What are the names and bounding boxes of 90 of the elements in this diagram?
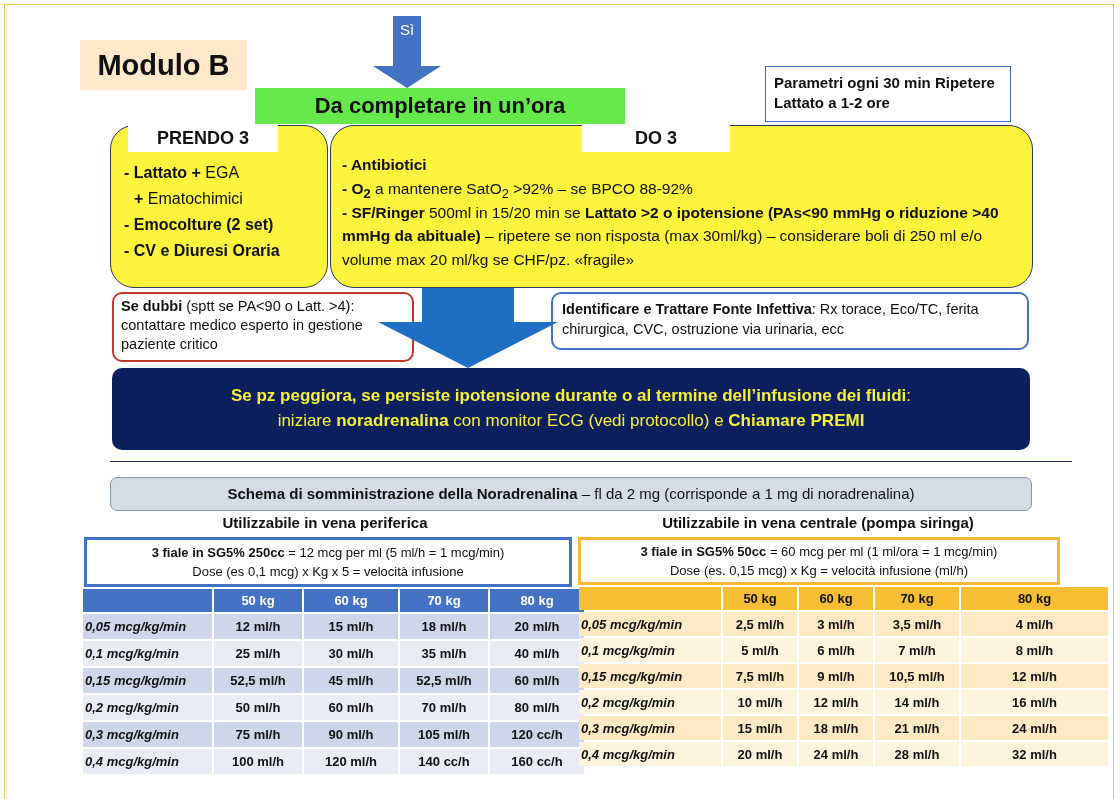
title-badge: Modulo B bbox=[80, 40, 247, 90]
table-cell: 32 ml/h bbox=[961, 742, 1108, 766]
formula-line: 3 fiale in SG5% 250cc = 12 mcg per ml (5 ml/h = 1 mcg/min) bbox=[150, 544, 506, 562]
banner-text: Se pz peggiora, se persiste ipotensione durante o al termine dell’infusione dei fluidi: bbox=[229, 385, 913, 407]
list-item: - SF/Ringer 500ml in 15/20 min se Lattato >2 o ipotensione (PAs<90 mmHg o riduzione >40 mmHg da abituale) – ripetere se non risposta (max 30ml/kg) – considerare boli di 250 ml e/o volume max 20 ml/kg se CHF/pz. «fragile» bbox=[342, 203, 1000, 270]
table-cell: 8 ml/h bbox=[961, 638, 1108, 662]
row-header: 0,05 mcg/kg/min bbox=[83, 614, 212, 639]
list-item: + Ematochimici bbox=[133, 189, 244, 209]
table-cell: 14 ml/h bbox=[875, 690, 959, 714]
row-header: 0,1 mcg/kg/min bbox=[579, 638, 721, 662]
column-header: 60 kg bbox=[799, 587, 873, 610]
row-header: 0,3 mcg/kg/min bbox=[579, 716, 721, 740]
column-header: 60 kg bbox=[304, 589, 398, 612]
table-cell: 100 ml/h bbox=[214, 749, 302, 774]
table-cell: 3 ml/h bbox=[799, 612, 873, 636]
table-cell: 3,5 ml/h bbox=[875, 612, 959, 636]
table-cell: 7,5 ml/h bbox=[723, 664, 797, 688]
section-header: Schema di somministrazione della Noradrenalina – fl da 2 mg (corrisponde a 1 mg di noradrenalina) bbox=[110, 477, 1032, 511]
table-cell: 18 ml/h bbox=[799, 716, 873, 740]
checklist-box bbox=[110, 125, 328, 288]
table-cell: 12 ml/h bbox=[214, 614, 302, 639]
table-cell: 15 ml/h bbox=[723, 716, 797, 740]
edge-label: Sì bbox=[398, 21, 416, 38]
table-caption: Utilizzabile in vena periferica bbox=[221, 514, 429, 531]
column-header: 50 kg bbox=[723, 587, 797, 610]
row-header: 0,2 mcg/kg/min bbox=[579, 690, 721, 714]
formula-box bbox=[578, 537, 1060, 585]
list-item: - Emocolture (2 set) bbox=[124, 215, 275, 235]
warning-note: Se dubbi (sptt se PA<90 o Latt. >4): contattare medico esperto in gestione paziente critico bbox=[112, 292, 414, 362]
formula-line: Dose (es 0,1 mcg) x Kg x 5 = velocità infusione bbox=[191, 562, 465, 581]
table-cell: 10 ml/h bbox=[723, 690, 797, 714]
table-cell: 15 ml/h bbox=[304, 614, 398, 639]
row-header: 0,2 mcg/kg/min bbox=[83, 695, 212, 720]
table-cell: 21 ml/h bbox=[875, 716, 959, 740]
table-cell: 4 ml/h bbox=[961, 612, 1108, 636]
table-cell: 2,5 ml/h bbox=[723, 612, 797, 636]
row-header: 0,15 mcg/kg/min bbox=[83, 668, 212, 693]
info-note: Identificare e Trattare Fonte Infettiva: Rx torace, Eco/TC, ferita chirurgica, CVC, ostruzione via urinaria, ecc bbox=[551, 292, 1029, 350]
column-header: 70 kg bbox=[400, 589, 488, 612]
box-heading: PRENDO 3 bbox=[128, 125, 278, 152]
row-header: 0,3 mcg/kg/min bbox=[83, 722, 212, 747]
banner-text: iniziare noradrenalina con monitor ECG (vedi protocollo) e Chiamare PREMI bbox=[276, 409, 866, 432]
reminder-note: Parametri ogni 30 min Ripetere Lattato a 1-2 ore bbox=[765, 66, 1011, 122]
table-cell: 90 ml/h bbox=[304, 722, 398, 747]
table-cell: 45 ml/h bbox=[304, 668, 398, 693]
table-cell: 5 ml/h bbox=[723, 638, 797, 662]
table-cell: 10,5 ml/h bbox=[875, 664, 959, 688]
table-cell: 18 ml/h bbox=[400, 614, 488, 639]
block-arrow bbox=[373, 16, 441, 88]
table-cell: 12 ml/h bbox=[961, 664, 1108, 688]
list-item: - Lattato + EGA bbox=[124, 163, 241, 183]
table-cell: 9 ml/h bbox=[799, 664, 873, 688]
column-header: 50 kg bbox=[214, 589, 302, 612]
table-cell: 140 cc/h bbox=[400, 749, 488, 774]
list-item: - Antibiotici bbox=[342, 155, 428, 175]
row-header: 0,1 mcg/kg/min bbox=[83, 641, 212, 666]
table-caption: Utilizzabile in vena centrale (pompa siringa) bbox=[661, 514, 975, 531]
table-cell: 25 ml/h bbox=[214, 641, 302, 666]
table-cell: 35 ml/h bbox=[400, 641, 488, 666]
row-header: 0,4 mcg/kg/min bbox=[579, 742, 721, 766]
column-header: 80 kg bbox=[490, 589, 584, 612]
table-cell: 105 ml/h bbox=[400, 722, 488, 747]
table-cell: 16 ml/h bbox=[961, 690, 1108, 714]
formula-line: 3 fiale in SG5% 50cc = 60 mcg per ml (1 ml/ora = 1 mcg/min) bbox=[639, 543, 999, 561]
formula-line: Dose (es. 0,15 mcg) x Kg = velocità infusione (ml/h) bbox=[668, 561, 969, 580]
table-cell: 20 ml/h bbox=[723, 742, 797, 766]
table-cell: 30 ml/h bbox=[304, 641, 398, 666]
list-item: - CV e Diuresi Oraria bbox=[124, 241, 281, 261]
heading-band: Da completare in un’ora bbox=[255, 88, 625, 124]
table-cell: 24 ml/h bbox=[961, 716, 1108, 740]
action-banner bbox=[112, 368, 1030, 450]
table-cell: 7 ml/h bbox=[875, 638, 959, 662]
table-cell: 52,5 ml/h bbox=[400, 668, 488, 693]
table-cell: 52,5 ml/h bbox=[214, 668, 302, 693]
row-header: 0,4 mcg/kg/min bbox=[83, 749, 212, 774]
table-cell: 28 ml/h bbox=[875, 742, 959, 766]
table-cell: 60 ml/h bbox=[304, 695, 398, 720]
list-item: - O$_{2}$ a mantenere SatO$_{2}$ >92% – se BPCO 88-92% bbox=[342, 179, 694, 204]
table-cell: 70 ml/h bbox=[400, 695, 488, 720]
column-header: 80 kg bbox=[961, 587, 1108, 610]
table-cell: 12 ml/h bbox=[799, 690, 873, 714]
table-cell: 6 ml/h bbox=[799, 638, 873, 662]
box-heading: DO 3 bbox=[582, 125, 730, 152]
table-cell: 75 ml/h bbox=[214, 722, 302, 747]
checklist-box bbox=[330, 125, 1033, 288]
formula-box bbox=[84, 537, 572, 587]
table-cell: 120 ml/h bbox=[304, 749, 398, 774]
table-cell: 24 ml/h bbox=[799, 742, 873, 766]
table-cell: 50 ml/h bbox=[214, 695, 302, 720]
column-header: 70 kg bbox=[875, 587, 959, 610]
